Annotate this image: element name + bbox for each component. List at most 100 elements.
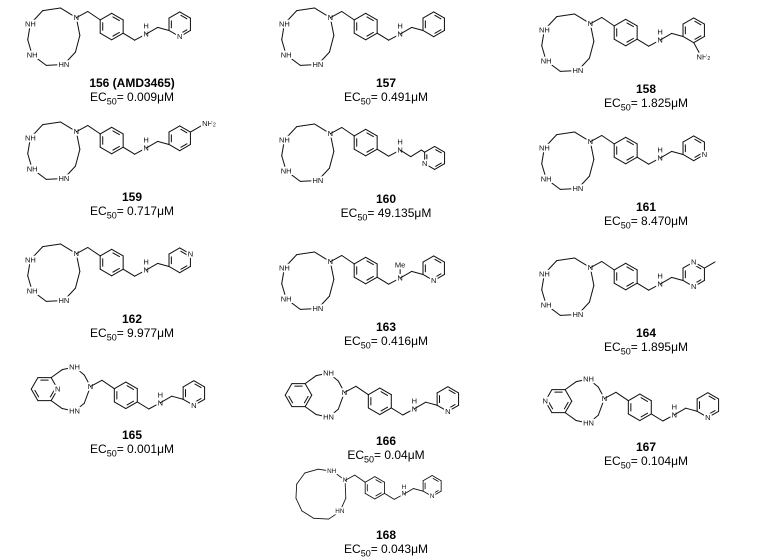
ec-prefix: EC <box>344 334 361 349</box>
compound-number: 164 <box>635 326 657 340</box>
compound-number: 160 <box>375 192 397 206</box>
svg-text:H: H <box>412 396 417 405</box>
svg-text:NH: NH <box>539 269 550 278</box>
ec50-text: EC50= 0.043μM <box>262 542 510 559</box>
svg-text:NH: NH <box>541 174 552 183</box>
svg-text:N: N <box>431 276 436 285</box>
compound-number: 156 (AMD3465) <box>89 76 175 90</box>
svg-text:HN: HN <box>335 508 345 515</box>
ec-value: = 0.416μM <box>370 334 428 349</box>
svg-text:H: H <box>397 22 402 31</box>
svg-text:H: H <box>397 138 402 147</box>
ec50-text: EC50= 0.491μM <box>262 90 510 107</box>
svg-text:NH: NH <box>27 286 38 295</box>
svg-text:HN: HN <box>573 310 584 319</box>
svg-text:NH: NH <box>25 133 36 142</box>
svg-text:NH: NH <box>279 263 290 272</box>
ec-sub: 50 <box>620 346 631 357</box>
ec50-text: EC50= 1.895μM <box>520 340 772 357</box>
ec-prefix: EC <box>604 454 621 469</box>
svg-text:NH: NH <box>279 19 290 28</box>
svg-text:N: N <box>55 385 60 394</box>
ec-sub: 50 <box>357 212 368 223</box>
ec50-text: EC50= 1.825μM <box>520 96 772 113</box>
compound-number: 163 <box>375 320 397 334</box>
svg-text:H: H <box>657 146 662 155</box>
ec-value: = 1.825μM <box>630 96 688 111</box>
svg-text:N: N <box>691 282 696 291</box>
svg-text:NH2: NH2 <box>697 52 711 62</box>
ec50-text: EC50= 0.416μM <box>262 334 510 351</box>
ec-value: = 1.895μM <box>630 340 688 355</box>
ec-sub: 50 <box>106 332 117 343</box>
ec-prefix: EC <box>90 326 107 341</box>
svg-text:HN: HN <box>59 60 70 69</box>
ec-prefix: EC <box>90 204 107 219</box>
svg-text:H: H <box>158 390 163 399</box>
compound-number: 157 <box>375 76 397 90</box>
ec-sub: 50 <box>360 340 371 351</box>
svg-text:NH2: NH2 <box>202 119 216 129</box>
svg-text:N: N <box>422 159 427 168</box>
ec-prefix: EC <box>90 442 107 457</box>
ec-sub: 50 <box>360 96 371 107</box>
ec-value: = 0.043μM <box>370 542 428 557</box>
ec-value: = 0.717μM <box>116 204 174 219</box>
svg-text:NH: NH <box>541 56 552 65</box>
svg-text:H: H <box>143 258 148 267</box>
ec-prefix: EC <box>340 206 358 221</box>
svg-text:H: H <box>402 484 407 491</box>
svg-text:N: N <box>177 32 182 41</box>
ec-value: = 49.135μM <box>367 206 432 221</box>
svg-text:NH: NH <box>323 369 334 378</box>
svg-text:NH: NH <box>25 255 36 264</box>
compound-number: 166 <box>375 434 397 448</box>
svg-text:NH: NH <box>327 468 337 475</box>
ec-value: = 8.470μM <box>630 214 688 229</box>
ec50-text: EC50= 0.04μM <box>262 448 510 465</box>
ec-sub: 50 <box>620 102 631 113</box>
svg-text:N: N <box>430 493 435 500</box>
ec-prefix: EC <box>604 214 621 229</box>
svg-text:NH: NH <box>69 363 80 372</box>
ec-sub: 50 <box>620 220 631 231</box>
svg-text:H: H <box>143 22 148 31</box>
ec50-text: EC50= 49.135μM <box>262 206 510 223</box>
svg-text:H: H <box>657 28 662 37</box>
ec-prefix: EC <box>344 90 361 105</box>
svg-text:HN: HN <box>59 296 70 305</box>
ec-sub: 50 <box>106 448 117 459</box>
ec50-text: EC50= 8.470μM <box>520 214 772 231</box>
ec-sub: 50 <box>360 548 371 559</box>
svg-text:NH: NH <box>25 19 36 28</box>
compound-number: 161 <box>635 200 657 214</box>
svg-text:HN: HN <box>313 304 324 313</box>
svg-text:NH: NH <box>27 50 38 59</box>
ec-value: = 0.491μM <box>370 90 428 105</box>
ec-value: = 9.977μM <box>116 326 174 341</box>
ec-value: = 0.04μM <box>374 448 425 463</box>
svg-text:N: N <box>702 150 707 159</box>
